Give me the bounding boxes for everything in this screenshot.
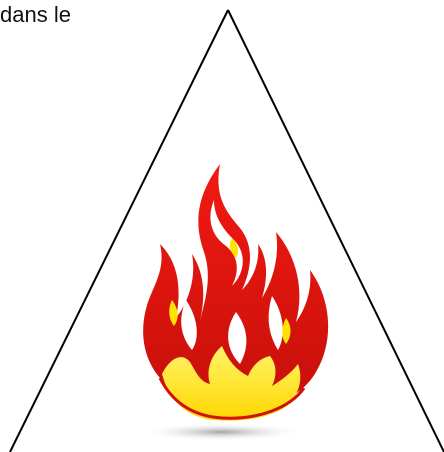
fire-icon xyxy=(140,164,328,441)
